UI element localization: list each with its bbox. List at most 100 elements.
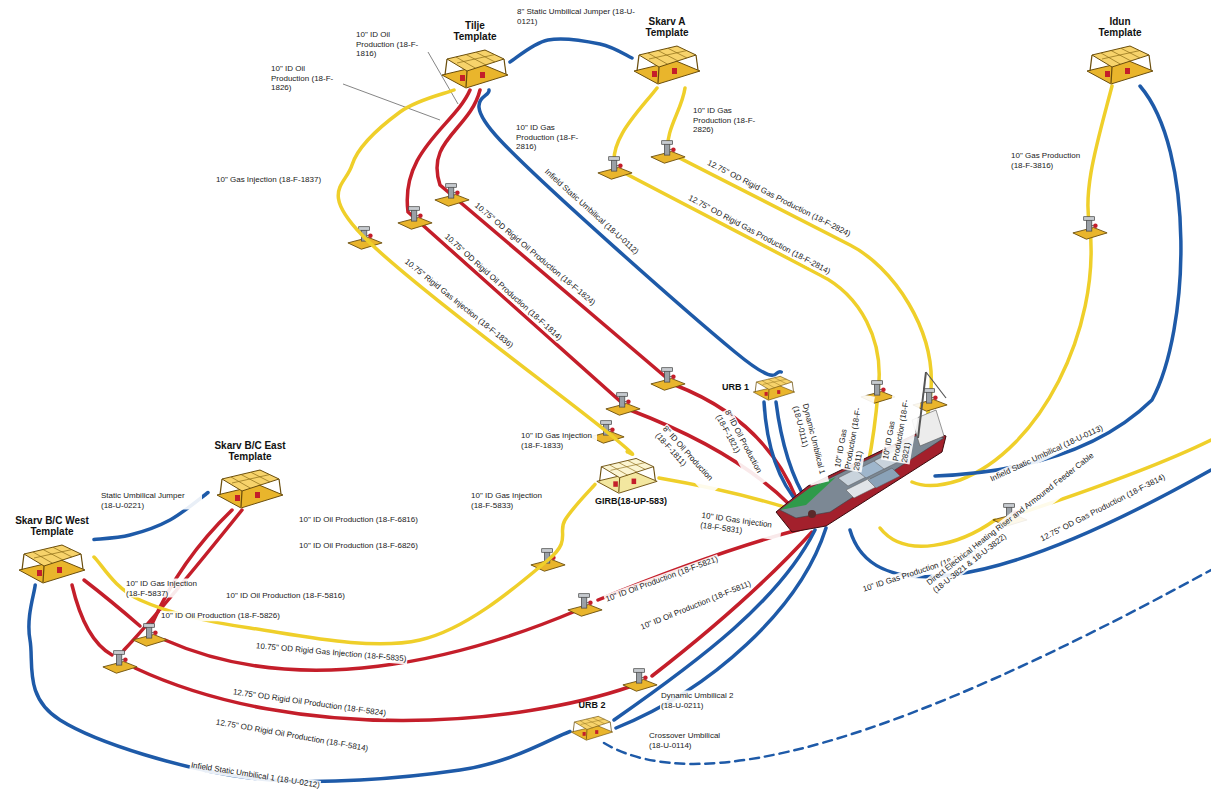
flowline-label-holder: Dynamic Umbilical 1 (18-U-0111) bbox=[791, 402, 829, 486]
line-shape bbox=[504, 59, 506, 74]
rect-shape bbox=[1125, 68, 1130, 74]
line-shape bbox=[658, 67, 659, 83]
rect-shape bbox=[777, 390, 780, 394]
template-icon bbox=[215, 464, 285, 510]
line-shape bbox=[43, 566, 44, 582]
umbilicals bbox=[604, 86, 1211, 764]
flowline-connector bbox=[479, 90, 781, 375]
use-shape bbox=[598, 157, 632, 180]
rect-shape bbox=[765, 392, 768, 396]
flowline-connector bbox=[510, 39, 632, 62]
path-shape bbox=[912, 86, 1112, 486]
manifolds bbox=[103, 141, 1107, 692]
line-shape bbox=[618, 478, 620, 493]
use-shape bbox=[606, 393, 640, 416]
template-icon bbox=[440, 44, 510, 90]
flowline-label: 10" ID Gas Injection (18-F-1833) bbox=[520, 431, 597, 450]
template-name: Skarv A Template bbox=[636, 16, 698, 38]
flowline-connector bbox=[94, 484, 595, 643]
flowline-label-holder: 10" ID Oil Production (18-F-1826) bbox=[270, 64, 342, 93]
g-shape bbox=[637, 46, 698, 83]
line-shape bbox=[445, 59, 447, 75]
flowline-label-holder: 12.75" OD Rigid Gas Production (18-F-281… bbox=[686, 193, 833, 277]
structure-icon bbox=[595, 452, 659, 496]
flowline-label: 10" ID Oil Production (18-F-5826) bbox=[160, 611, 281, 621]
path-shape bbox=[614, 88, 879, 465]
template-name: Tilje Template bbox=[444, 20, 506, 42]
line-shape bbox=[593, 718, 605, 724]
node-text-group: Skarv B/C West Template bbox=[10, 515, 94, 537]
use-shape bbox=[1073, 217, 1107, 240]
g-shape bbox=[648, 48, 687, 64]
rect-shape bbox=[1105, 71, 1110, 77]
template-node: Skarv B/C West Template bbox=[10, 515, 94, 585]
path-shape bbox=[135, 668, 632, 721]
line-shape bbox=[654, 467, 656, 481]
line-shape bbox=[1102, 51, 1140, 60]
path-shape bbox=[659, 478, 800, 512]
line-shape bbox=[220, 479, 222, 495]
line-shape bbox=[53, 547, 72, 557]
path-shape bbox=[604, 570, 1211, 764]
riser-base-node: URB 1 bbox=[722, 372, 796, 402]
flowline-label: 12.75" OD Rigid Gas Production (18-F-281… bbox=[686, 193, 833, 277]
flowline-label: 10" ID Gas Injection (18-F-5831) bbox=[699, 511, 783, 541]
connector-label: 10.75" Rigid Gas Injection (18-F-1836) bbox=[402, 256, 516, 351]
g-shape bbox=[755, 376, 793, 399]
riser-base-node: URB 2 bbox=[570, 700, 614, 742]
connector-label-holder: 8" Static Umbilical Jumper (18-U-0121) bbox=[516, 7, 636, 26]
template-name: URB 1 bbox=[722, 382, 749, 392]
line-shape bbox=[696, 55, 698, 70]
node-text-group: URB 2 bbox=[578, 700, 605, 710]
line-shape bbox=[775, 378, 787, 384]
rect-shape bbox=[632, 479, 637, 484]
rect-shape bbox=[595, 730, 598, 734]
g-shape bbox=[1101, 48, 1140, 64]
template-icon bbox=[17, 539, 87, 585]
line-shape bbox=[668, 48, 687, 58]
g-shape bbox=[1090, 46, 1151, 83]
template-name: GIRB(18-UP-583) bbox=[595, 496, 667, 506]
line-shape bbox=[755, 382, 756, 392]
flowline-label: 10" ID Oil Production (18-F-1826) bbox=[270, 64, 342, 93]
rect-shape bbox=[672, 68, 677, 74]
g-shape bbox=[445, 50, 506, 87]
flowline-label: 10" ID Oil Production (18-F-5816) bbox=[225, 591, 346, 601]
rect-shape bbox=[613, 481, 618, 486]
g-shape bbox=[762, 378, 787, 388]
line-shape bbox=[768, 390, 770, 400]
oil-flowlines bbox=[72, 90, 812, 721]
line-shape bbox=[81, 554, 83, 569]
g-shape bbox=[573, 716, 611, 739]
rect-shape bbox=[57, 567, 62, 573]
flowline-label-holder: 12.75" OD Rigid Oil Production (18-F-581… bbox=[214, 717, 370, 754]
g-shape bbox=[22, 545, 83, 582]
line-shape bbox=[476, 52, 495, 62]
line-shape bbox=[610, 722, 611, 731]
flowline-label: 10" ID Oil Production (18-F-6826) bbox=[298, 541, 419, 551]
use-shape bbox=[623, 669, 657, 692]
flowline-label-holder: 10" ID Gas Injection (18-F-5833) bbox=[470, 491, 552, 510]
flowline-label-holder: 10" ID Oil Production (18-F-1816) bbox=[355, 30, 427, 59]
path-shape bbox=[72, 585, 112, 655]
use-shape bbox=[435, 184, 469, 207]
flowline-connector bbox=[29, 585, 570, 781]
line-shape bbox=[573, 722, 574, 732]
polygon-shape bbox=[222, 470, 279, 491]
line-shape bbox=[649, 51, 687, 60]
node-text-group: GIRB(18-UP-583) bbox=[595, 496, 667, 506]
connector-label: Static Umbilical Jumper (18-U-0221) bbox=[100, 491, 202, 510]
flowline-label-holder: 8" ID Oil Production (18-F-1821) bbox=[714, 408, 769, 489]
flowline-label-holder: 10" ID Gas Production (18-F-2826) bbox=[692, 106, 769, 135]
node-text-group: Idun Template bbox=[1089, 16, 1151, 38]
template-node: GIRB(18-UP-583) bbox=[595, 452, 667, 506]
template-name: Skarv B/C East Template bbox=[208, 440, 292, 462]
structure-icon bbox=[440, 44, 510, 90]
path-shape bbox=[343, 84, 440, 120]
path-shape bbox=[652, 532, 812, 676]
node-text-group: Skarv B/C East Template bbox=[208, 440, 292, 462]
flowline-connector bbox=[338, 90, 632, 454]
template-name: Skarv B/C West Template bbox=[10, 515, 94, 537]
